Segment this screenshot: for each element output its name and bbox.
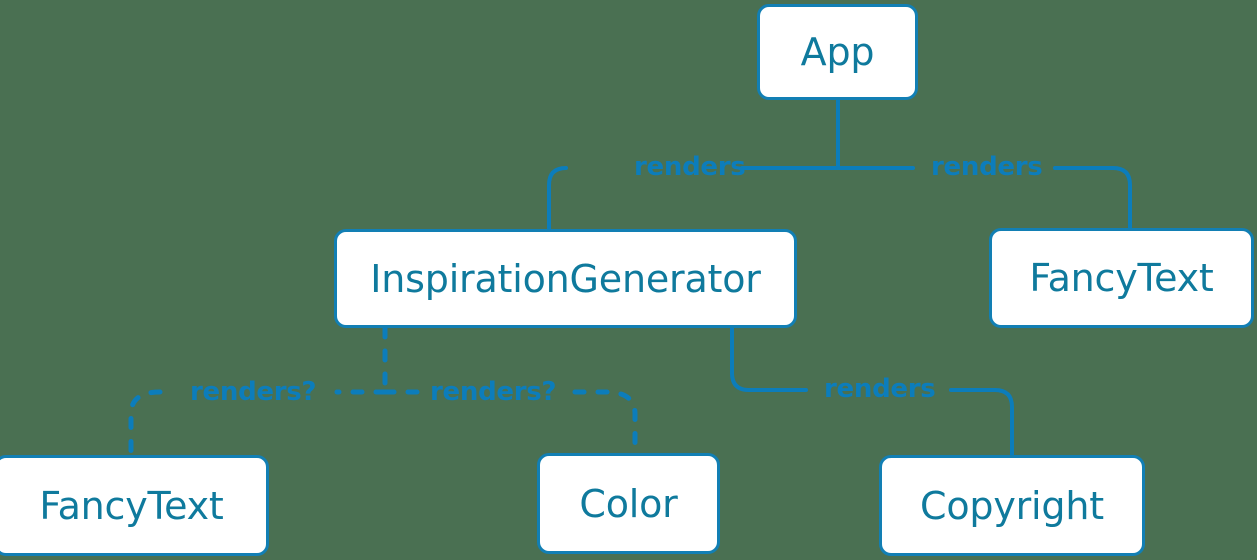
edge-label-inspirationgenerator-to-copyright: renders [824, 374, 936, 404]
node-inspirationgenerator[interactable]: InspirationGenerator [334, 229, 797, 328]
edge-inspirationgenerator-to-copyright-left [730, 326, 808, 392]
node-fancytext-right[interactable]: FancyText [989, 228, 1254, 328]
node-copyright[interactable]: Copyright [879, 455, 1145, 556]
node-color[interactable]: Color [537, 453, 720, 554]
node-app[interactable]: App [757, 4, 918, 100]
node-fancytext-bottom[interactable]: FancyText [0, 455, 269, 556]
edge-label-inspirationgenerator-to-fancytext: renders? [190, 377, 317, 407]
edge-label-app-to-inspirationgenerator: renders [634, 152, 746, 182]
node-inspirationgenerator-label: InspirationGenerator [370, 256, 761, 301]
edge-app-to-inspirationgenerator-left [547, 166, 568, 231]
edge-label-app-to-fancytext: renders [931, 152, 1043, 182]
node-color-label: Color [579, 481, 678, 526]
edge-inspirationgenerator-to-copyright-right [949, 388, 1014, 457]
node-app-label: App [800, 30, 875, 74]
edge-inspirationgenerator-to-fancytext-left [128, 389, 163, 458]
node-fancytext-bottom-label: FancyText [39, 483, 224, 528]
node-fancytext-right-label: FancyText [1029, 256, 1214, 300]
node-copyright-label: Copyright [920, 483, 1104, 528]
edge-app-to-fancytext-right [1053, 166, 1132, 230]
edge-label-inspirationgenerator-to-color: renders? [430, 377, 557, 407]
edge-inspirationgenerator-to-color-right [572, 389, 638, 456]
